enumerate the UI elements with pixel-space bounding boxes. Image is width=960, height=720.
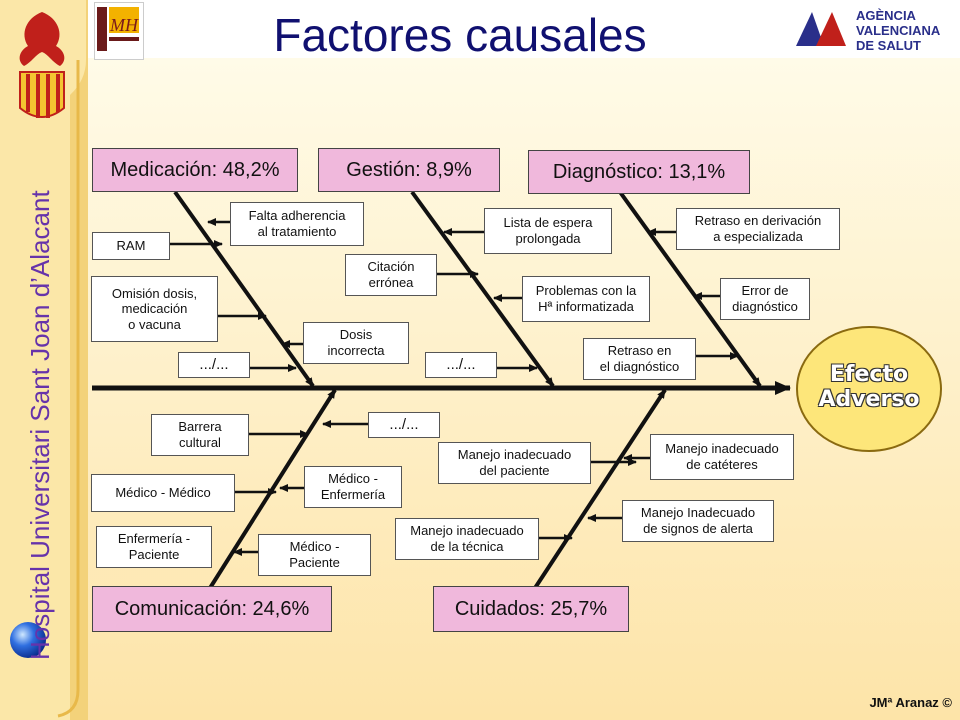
svg-text:VALENCIANA: VALENCIANA: [856, 23, 941, 38]
effect-label: Efecto Adverso: [818, 362, 920, 413]
cause-manejo-tecnica: Manejo inadecuado de la técnica: [395, 518, 539, 560]
bone-gestion: [410, 190, 555, 388]
author-credit: JMª Aranaz ©: [869, 695, 952, 710]
cause-manejo-signos: Manejo Inadecuado de signos de alerta: [622, 500, 774, 542]
cause-medicacion-etc: .../...: [178, 352, 250, 378]
cause-retraso-derivacion: Retraso en derivación a especializada: [676, 208, 840, 250]
agency-logo: AGÈNCIA VALENCIANA DE SALUT: [790, 2, 960, 58]
svg-text:DE SALUT: DE SALUT: [856, 38, 921, 53]
cause-lista-espera: Lista de espera prolongada: [484, 208, 612, 254]
cause-citacion-erronea: Citación errónea: [345, 254, 437, 296]
category-medicacion: Medicación: 48,2%: [92, 148, 298, 192]
cause-error-diagnostico: Error de diagnóstico: [720, 278, 810, 320]
university-logo: MH: [94, 2, 144, 60]
cause-dosis-incorrecta: Dosis incorrecta: [303, 322, 409, 364]
slide-title: Factores causales: [273, 9, 647, 61]
cause-ram: RAM: [92, 232, 170, 260]
cause-manejo-cateteres: Manejo inadecuado de catéteres: [650, 434, 794, 480]
cause-comunicacion-etc: .../...: [368, 412, 440, 438]
category-comunicacion: Comunicación: 24,6%: [92, 586, 332, 632]
cause-enfermeria-paciente: Enfermería - Paciente: [96, 526, 212, 568]
category-gestion: Gestión: 8,9%: [318, 148, 500, 192]
cause-gestion-etc: .../...: [425, 352, 497, 378]
blue-sphere-decoration: [10, 622, 46, 658]
bone-medicacion: [173, 190, 315, 388]
svg-text:MH: MH: [109, 15, 139, 35]
cause-medico-paciente: Médico - Paciente: [258, 534, 371, 576]
cause-retraso-diagnostico: Retraso en el diagnóstico: [583, 338, 696, 380]
category-diagnostico: Diagnóstico: 13,1%: [528, 150, 750, 194]
bone-cuidados: [533, 388, 667, 590]
cause-problemas-ha: Problemas con la Hª informatizada: [522, 276, 650, 322]
regional-emblem-logo: [19, 12, 65, 118]
cause-medico-medico: Médico - Médico: [91, 474, 235, 512]
cause-medico-enfermeria: Médico - Enfermería: [304, 466, 402, 508]
cause-manejo-paciente: Manejo inadecuado del paciente: [438, 442, 591, 484]
cause-barrera-cultural: Barrera cultural: [151, 414, 249, 456]
cause-omision-dosis: Omisión dosis, medicación o vacuna: [91, 276, 218, 342]
effect-ellipse: [796, 326, 942, 452]
category-cuidados: Cuidados: 25,7%: [433, 586, 629, 632]
cause-falta-adherencia: Falta adherencia al tratamiento: [230, 202, 364, 246]
svg-text:AGÈNCIA: AGÈNCIA: [856, 8, 917, 23]
